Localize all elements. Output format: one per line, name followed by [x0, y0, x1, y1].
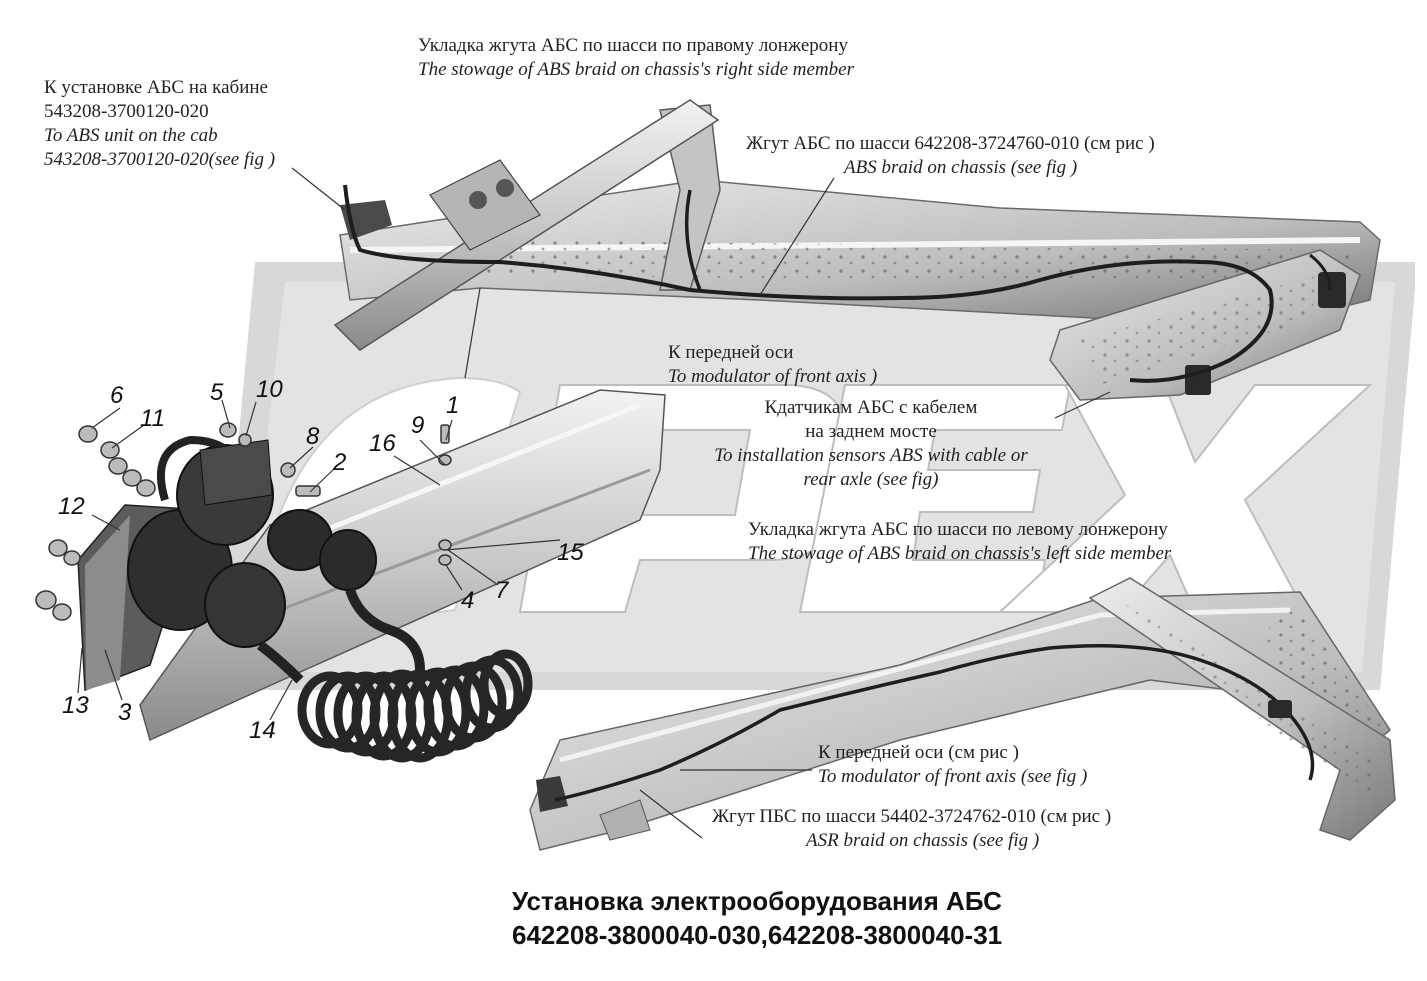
callout-rear-axle-sensors: Кдатчикам АБС с кабелем на заднем мосте … — [686, 396, 1056, 492]
callout-rear-sensors-en-line1: To installation sensors ABS with cable o… — [714, 445, 1028, 466]
part-number-4: 4 — [461, 587, 475, 614]
leader-lines — [77, 167, 1111, 839]
callout-abs-braid-ru: Жгут АБС по шасси 642208-3724760-010 (см… — [746, 133, 1155, 154]
callout-cab-ru-line2: 543208-3700120-020 — [44, 101, 209, 122]
abs-socket-assembly — [77, 389, 666, 742]
callout-rear-sensors-ru-line2: на заднем мосте — [805, 421, 937, 442]
callout-front-axis-bottom-ru: К передней оси (см рис ) — [818, 742, 1019, 763]
callout-right-member-en: The stowage of ABS braid on chassis's ri… — [418, 59, 854, 80]
callout-left-member-en: The stowage of ABS braid on chassis's le… — [748, 543, 1172, 564]
callout-front-axis-top: К передней оси To modulator of front axi… — [668, 341, 877, 389]
callout-asr-braid-en: ASR braid on chassis (see fig ) — [806, 830, 1040, 851]
part-number-5: 5 — [210, 379, 224, 406]
callout-cab-en-line1: To ABS unit on the cab — [44, 125, 218, 146]
part-number-1: 1 — [446, 392, 460, 419]
part-number-7: 7 — [495, 577, 509, 604]
part-number-10: 10 — [256, 376, 283, 403]
part-number-13: 13 — [62, 692, 89, 719]
callout-front-axis-top-en: To modulator of front axis ) — [668, 366, 878, 387]
part-number-14: 14 — [249, 717, 276, 744]
callout-left-side-member: Укладка жгута АБС по шасси по левому лон… — [748, 518, 1171, 566]
part-number-16: 16 — [369, 430, 396, 457]
callout-front-axis-bottom: К передней оси (см рис ) To modulator of… — [818, 741, 1087, 789]
abs-harness-cable-top — [343, 184, 1274, 383]
part-number-2: 2 — [333, 449, 347, 476]
coiled-cable — [297, 649, 533, 763]
callout-asr-braid-chassis: Жгут ПБС по шасси 54402-3724762-010 (см … — [712, 805, 1111, 853]
part-number-11: 11 — [140, 405, 165, 432]
callout-cab-ru-line1: К установке АБС на кабине — [44, 77, 268, 98]
left-side-member-frame — [529, 577, 1396, 851]
asr-harness-cable — [554, 643, 1315, 802]
callout-cab-abs-unit: К установке АБС на кабине 543208-3700120… — [44, 76, 275, 172]
callout-abs-braid-en: ABS braid on chassis (see fig ) — [844, 157, 1078, 178]
callout-front-axis-top-ru: К передней оси — [668, 342, 794, 363]
part-number-9: 9 — [411, 412, 425, 439]
right-side-member-frame — [333, 99, 1381, 401]
callout-asr-braid-ru: Жгут ПБС по шасси 54402-3724762-010 (см … — [712, 806, 1112, 827]
callout-rear-sensors-en-line2: rear axle (see fig) — [803, 469, 939, 490]
part-number-6: 6 — [110, 382, 124, 409]
callout-front-axis-bottom-en: To modulator of front axis (see fig ) — [818, 766, 1088, 787]
callout-right-side-member: Укладка жгута АБС по шасси по правому ло… — [418, 34, 854, 82]
callout-right-member-ru: Укладка жгута АБС по шасси по правому ло… — [418, 35, 848, 56]
callout-rear-sensors-ru-line1: Кдатчикам АБС с кабелем — [764, 397, 978, 418]
part-number-3: 3 — [118, 699, 132, 726]
callout-left-member-ru: Укладка жгута АБС по шасси по левому лон… — [748, 519, 1168, 540]
callout-abs-braid-chassis: Жгут АБС по шасси 642208-3724760-010 (см… — [746, 132, 1155, 180]
part-number-12: 12 — [58, 493, 85, 520]
figure-caption: Установка электрооборудования АБС 642208… — [512, 884, 1002, 952]
caption-part-numbers: 642208-3800040-030,642208-3800040-31 — [512, 920, 1003, 950]
part-number-8: 8 — [306, 423, 320, 450]
callout-cab-en-line2: 543208-3700120-020(see fig ) — [44, 149, 276, 170]
caption-title: Установка электрооборудования АБС — [512, 886, 1002, 916]
part-number-15: 15 — [557, 539, 584, 566]
